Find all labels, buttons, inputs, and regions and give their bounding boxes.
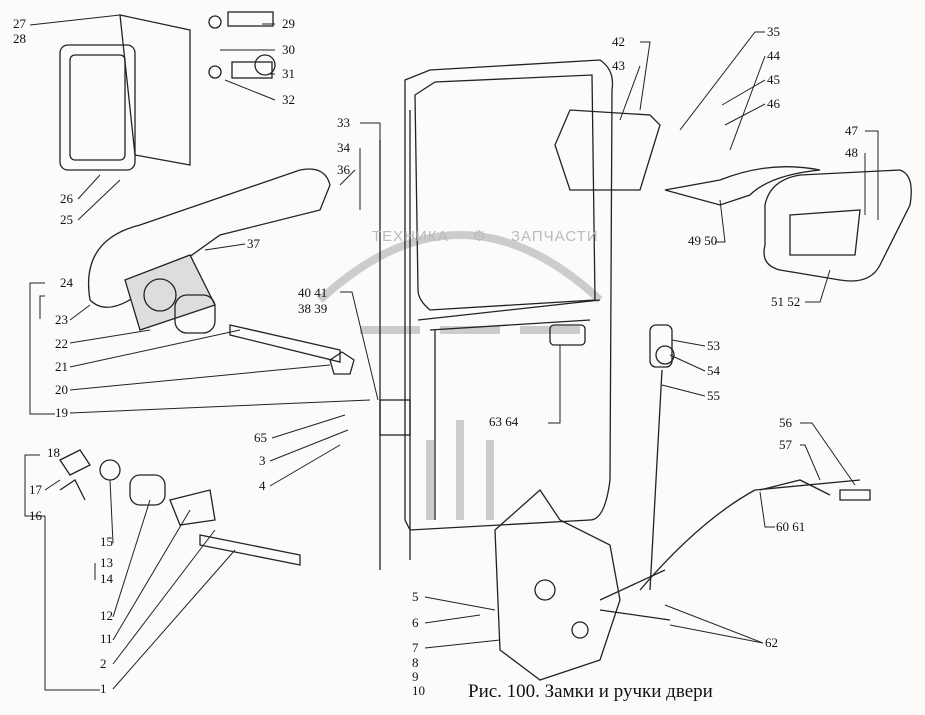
label-27: 27 xyxy=(13,16,26,31)
label-12: 12 xyxy=(100,608,113,623)
label-63-64: 63 64 xyxy=(489,414,519,429)
label-21: 21 xyxy=(55,359,68,374)
label-26: 26 xyxy=(60,191,73,206)
label-36: 36 xyxy=(337,162,350,177)
label-29: 29 xyxy=(282,16,295,31)
label-40-41: 40 41 xyxy=(298,285,328,300)
label-17: 17 xyxy=(29,482,42,497)
leader-lines xyxy=(24,14,879,691)
label-44: 44 xyxy=(767,48,780,63)
screws-29-32 xyxy=(208,11,276,79)
label-20: 20 xyxy=(55,382,68,397)
watermark-text-left: ТЕХНИКА xyxy=(372,228,449,245)
label-22: 22 xyxy=(55,336,68,351)
label-32: 32 xyxy=(282,92,295,107)
watermark: ТЕХНИКА ⚙ ЗАПЧАСТИ xyxy=(360,227,611,245)
label-34: 34 xyxy=(337,140,350,155)
label-45: 45 xyxy=(767,72,780,87)
label-7: 7 xyxy=(412,640,419,655)
label-65: 65 xyxy=(254,430,267,445)
label-49-50: 49 50 xyxy=(688,233,718,248)
door-panel xyxy=(379,59,614,570)
label-30: 30 xyxy=(282,42,295,57)
label-3: 3 xyxy=(259,453,266,468)
label-33: 33 xyxy=(337,115,350,130)
label-31: 31 xyxy=(282,66,295,81)
label-53: 53 xyxy=(707,338,720,353)
label-60-61: 60 61 xyxy=(776,519,806,534)
label-46: 46 xyxy=(767,96,780,111)
door-lock-mechanism xyxy=(379,369,861,681)
gear-icon: ⚙ xyxy=(472,228,487,245)
label-8: 8 xyxy=(412,655,419,670)
label-37: 37 xyxy=(247,236,260,251)
label-43: 43 xyxy=(612,58,625,73)
label-38-39: 38 39 xyxy=(298,301,328,316)
label-14: 14 xyxy=(100,571,113,586)
handle-pads xyxy=(59,14,191,171)
label-25: 25 xyxy=(60,212,73,227)
label-62: 62 xyxy=(765,635,778,650)
label-18: 18 xyxy=(47,445,60,460)
label-55: 55 xyxy=(707,388,720,403)
label-1: 1 xyxy=(100,681,107,696)
label-19: 19 xyxy=(55,405,68,420)
label-35: 35 xyxy=(767,24,780,39)
lock-cylinder xyxy=(59,294,355,566)
label-47: 47 xyxy=(845,123,858,138)
label-51-52: 51 52 xyxy=(771,294,801,309)
label-11: 11 xyxy=(100,631,113,646)
label-23: 23 xyxy=(55,312,68,327)
inner-handle xyxy=(554,109,912,501)
label-57: 57 xyxy=(779,437,792,452)
label-2: 2 xyxy=(100,656,107,671)
label-6: 6 xyxy=(412,615,419,630)
label-9: 9 xyxy=(412,669,419,684)
label-5: 5 xyxy=(412,589,419,604)
watermark-logo xyxy=(317,231,603,520)
label-48: 48 xyxy=(845,145,858,160)
label-15: 15 xyxy=(100,534,113,549)
label-56: 56 xyxy=(779,415,792,430)
watermark-text-right: ЗАПЧАСТИ xyxy=(510,228,599,245)
label-4: 4 xyxy=(259,478,266,493)
label-24: 24 xyxy=(60,275,73,290)
label-28: 28 xyxy=(13,31,26,46)
label-13: 13 xyxy=(100,555,113,570)
label-42: 42 xyxy=(612,34,625,49)
label-16: 16 xyxy=(29,508,42,523)
figure-caption: Рис. 100. Замки и ручки двери xyxy=(468,681,713,702)
label-54: 54 xyxy=(707,363,720,378)
label-10: 10 xyxy=(412,683,425,698)
